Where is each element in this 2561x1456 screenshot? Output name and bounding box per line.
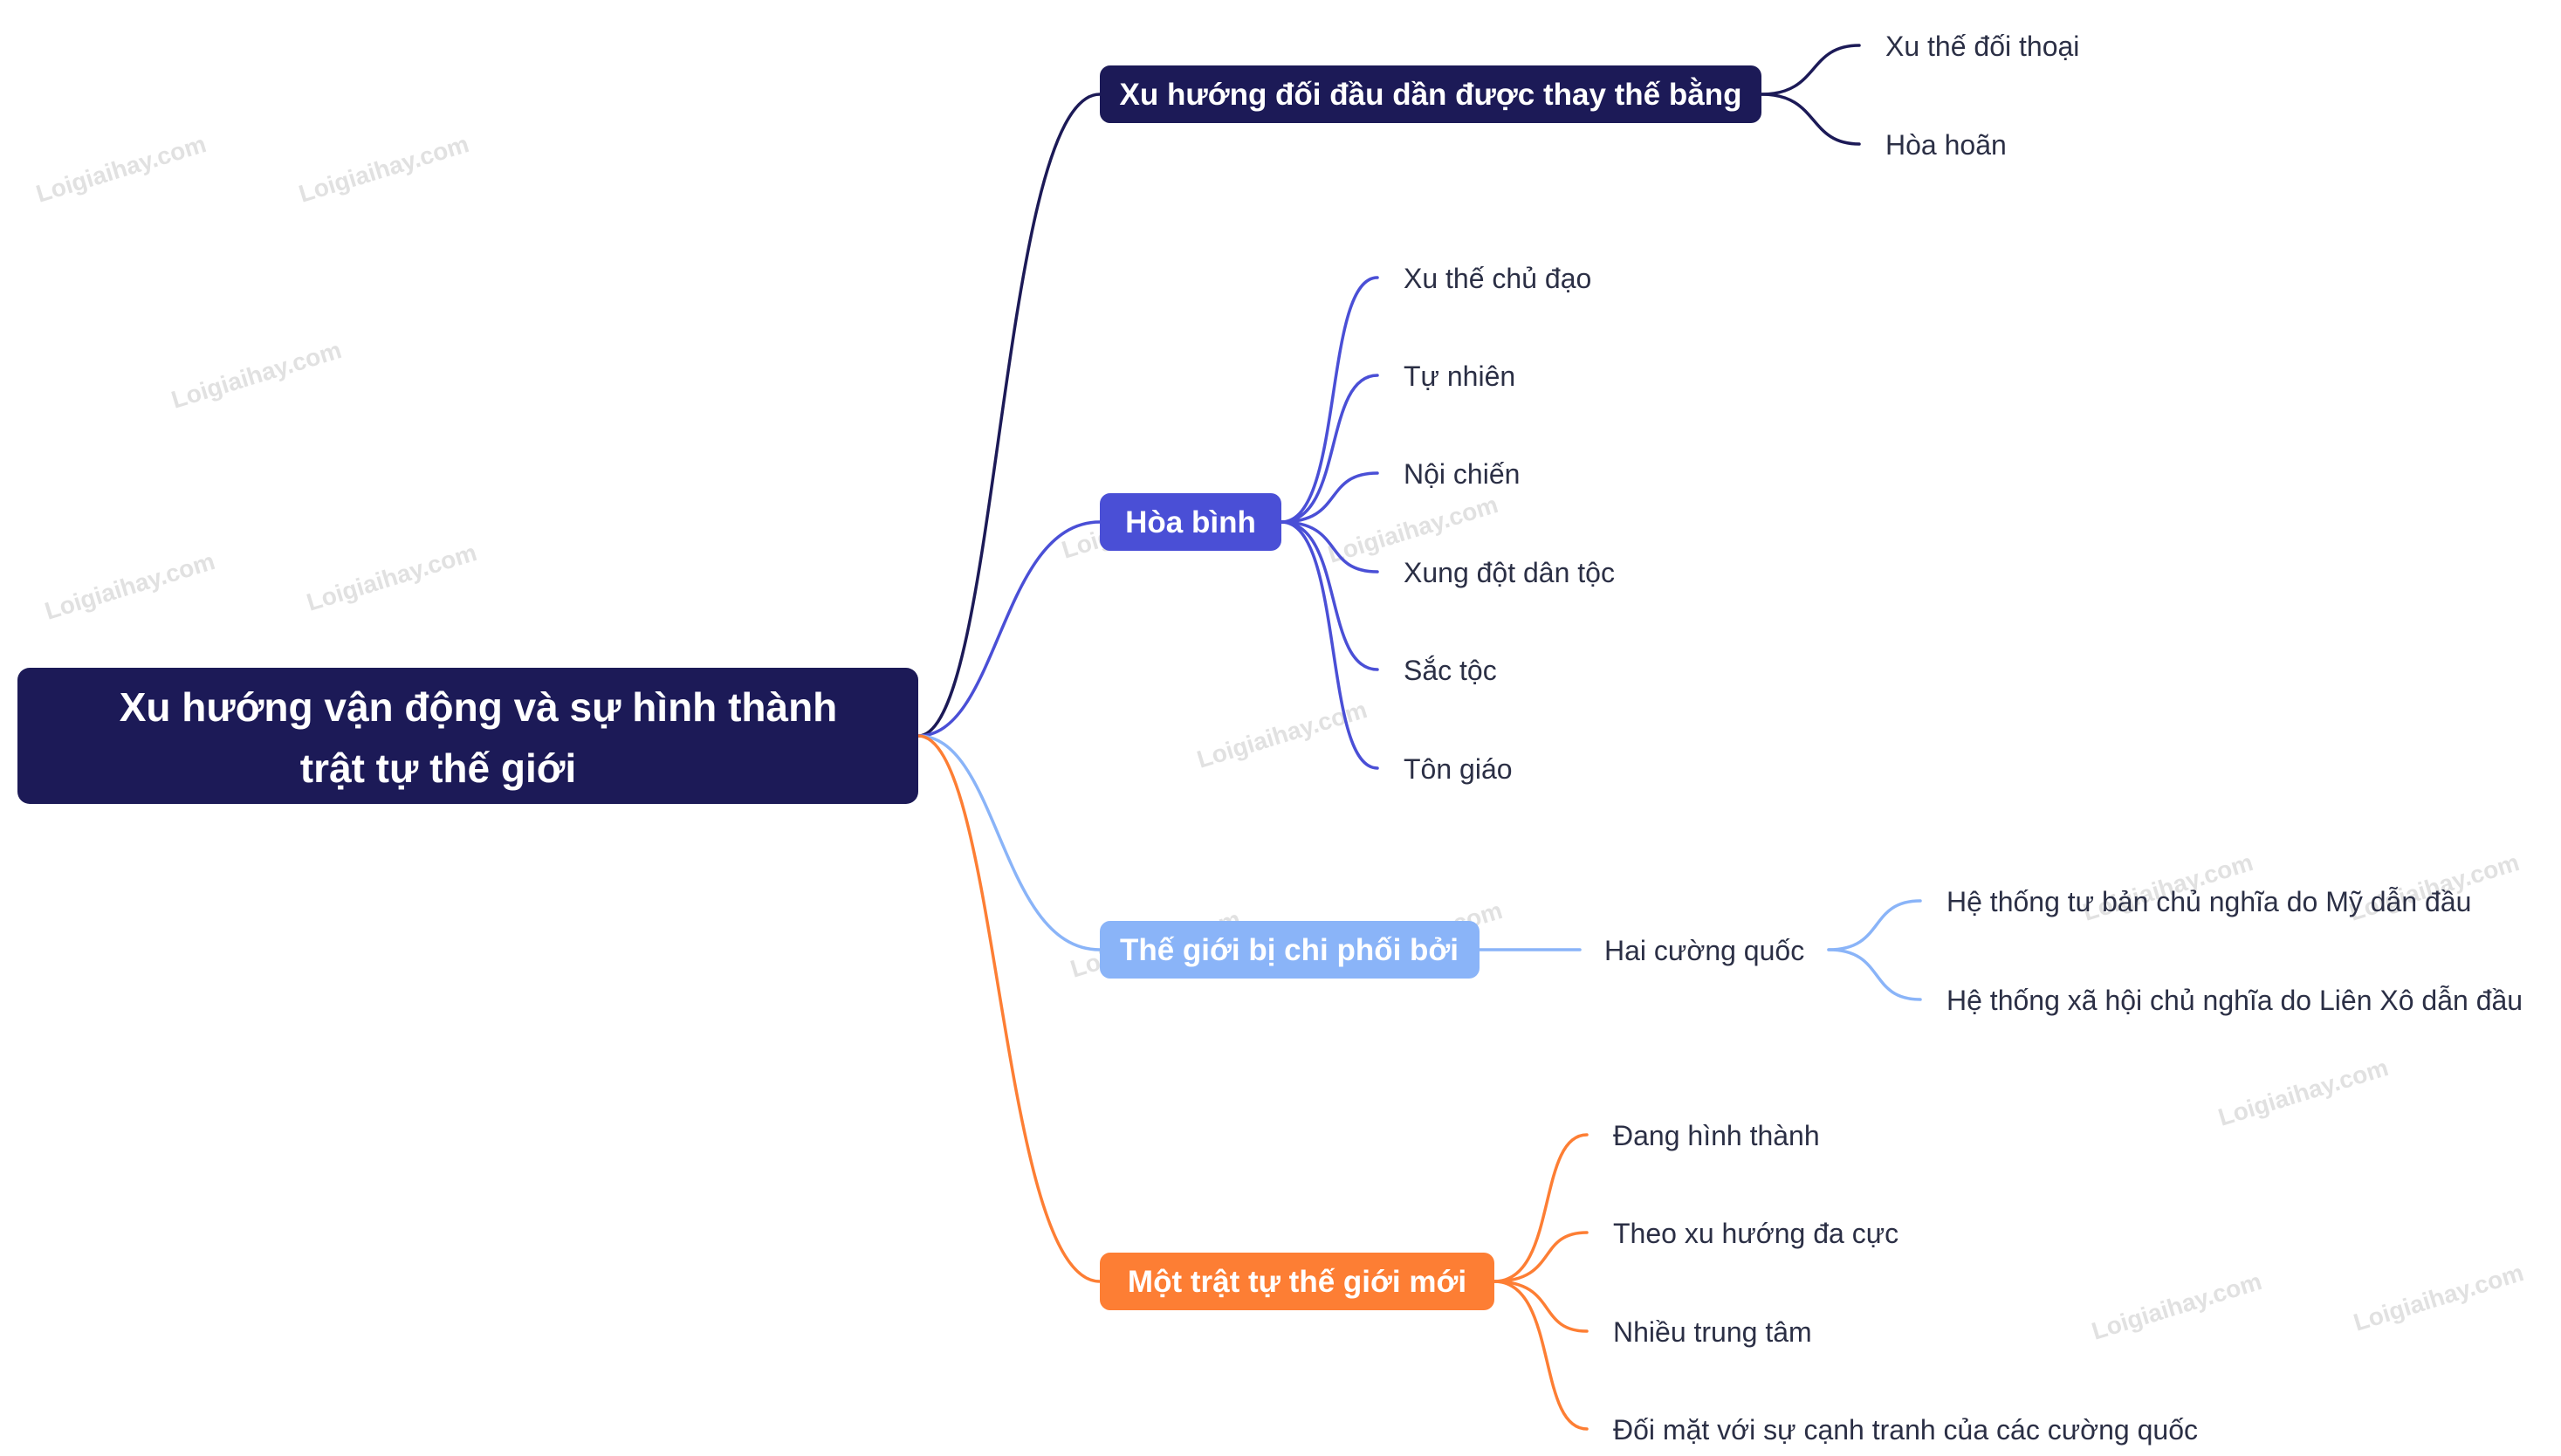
branch-node-3-label: Thế giới bị chi phối bởi: [1120, 933, 1459, 967]
branch-node-2-box: [1100, 493, 1281, 551]
connector-b2-leaf-6: [1280, 520, 1379, 770]
connector-b2-leaf-4: [1280, 520, 1379, 573]
branch-node-4[interactable]: Một trật tự thế giới mới: [1100, 1253, 1494, 1310]
leaf-node[interactable]: Nội chiến: [1404, 458, 1520, 490]
branch-node-1[interactable]: Xu hướng đối đầu dần được thay thế bằng: [1100, 65, 1761, 123]
connector-b2-leaf-2: [1280, 374, 1379, 524]
connector-b3-grandchild-1: [1827, 899, 1922, 951]
branch-node-3[interactable]: Thế giới bị chi phối bởi: [1100, 921, 1480, 979]
watermark: Loigiaihay.com: [2351, 1259, 2527, 1336]
connector-b4-leaf-3: [1493, 1280, 1589, 1333]
branch-node-1-label: Xu hướng đối đầu dần được thay thế bằng: [1120, 77, 1742, 112]
leaf-node[interactable]: Đối mặt với sự cạnh tranh của các cường …: [1613, 1414, 2198, 1446]
leaf-node[interactable]: Hòa hoãn: [1885, 129, 2007, 161]
connector-b2-leaf-5: [1280, 520, 1379, 671]
branch-node-3-box: [1100, 921, 1480, 979]
connector-root-branch-2: [917, 520, 1102, 738]
root-title-line-2: trật tự thế giới: [300, 745, 576, 791]
root-node-box: [17, 668, 918, 804]
branch-node-2-label: Hòa bình: [1125, 505, 1256, 539]
connectors: [917, 44, 1922, 1431]
connector-b4-leaf-2: [1493, 1231, 1589, 1283]
connector-root-branch-3: [917, 734, 1102, 951]
root-node[interactable]: Xu hướng vận động và sự hình thành trật …: [17, 668, 918, 804]
leaf-node[interactable]: Đang hình thành: [1613, 1120, 1820, 1151]
branch-node-4-box: [1100, 1253, 1494, 1310]
leaf-node[interactable]: Hệ thống tư bản chủ nghĩa do Mỹ dẫn đầu: [1946, 886, 2471, 917]
branch-node-1-box: [1100, 65, 1761, 123]
leaf-node[interactable]: Xu thế chủ đạo: [1404, 263, 1591, 294]
watermark: Loigiaihay.com: [42, 547, 218, 625]
watermark: Loigiaihay.com: [168, 336, 345, 414]
connector-root-branch-4: [917, 734, 1102, 1283]
watermark: Loigiaihay.com: [296, 130, 472, 208]
connector-b1-leaf-1: [1760, 44, 1861, 96]
watermark: Loigiaihay.com: [304, 539, 480, 616]
leaf-node[interactable]: Nhiều trung tâm: [1613, 1316, 1812, 1348]
watermark: Loigiaihay.com: [33, 130, 209, 208]
leaf-node[interactable]: Xung đột dân tộc: [1404, 557, 1615, 588]
connector-b2-leaf-1: [1280, 276, 1379, 524]
branch-node-2[interactable]: Hòa bình: [1100, 493, 1281, 551]
connector-b2-leaf-3: [1280, 471, 1379, 524]
connector-b1-leaf-2: [1760, 93, 1861, 146]
watermark: Loigiaihay.com: [2089, 1267, 2265, 1345]
leaf-node[interactable]: Tôn giáo: [1404, 753, 1513, 785]
leaf-node[interactable]: Hệ thống xã hội chủ nghĩa do Liên Xô dẫn…: [1946, 985, 2523, 1016]
connector-b3-grandchild-2: [1827, 948, 1922, 1001]
leaf-node[interactable]: Tự nhiên: [1404, 361, 1515, 392]
leaf-node[interactable]: Theo xu hướng đa cực: [1613, 1218, 1898, 1249]
sub-branch-node[interactable]: Hai cường quốc: [1604, 935, 1804, 966]
leaf-node[interactable]: Sắc tộc: [1404, 655, 1497, 686]
connector-b4-leaf-4: [1493, 1280, 1589, 1431]
root-title-line-1: Xu hướng vận động và sự hình thành: [120, 684, 838, 730]
leaf-node[interactable]: Xu thế đối thoại: [1885, 31, 2079, 62]
connector-b4-leaf-1: [1493, 1133, 1589, 1283]
watermark: Loigiaihay.com: [2215, 1054, 2392, 1131]
branch-node-4-label: Một trật tự thế giới mới: [1128, 1265, 1466, 1299]
connector-root-branch-1: [917, 93, 1102, 738]
